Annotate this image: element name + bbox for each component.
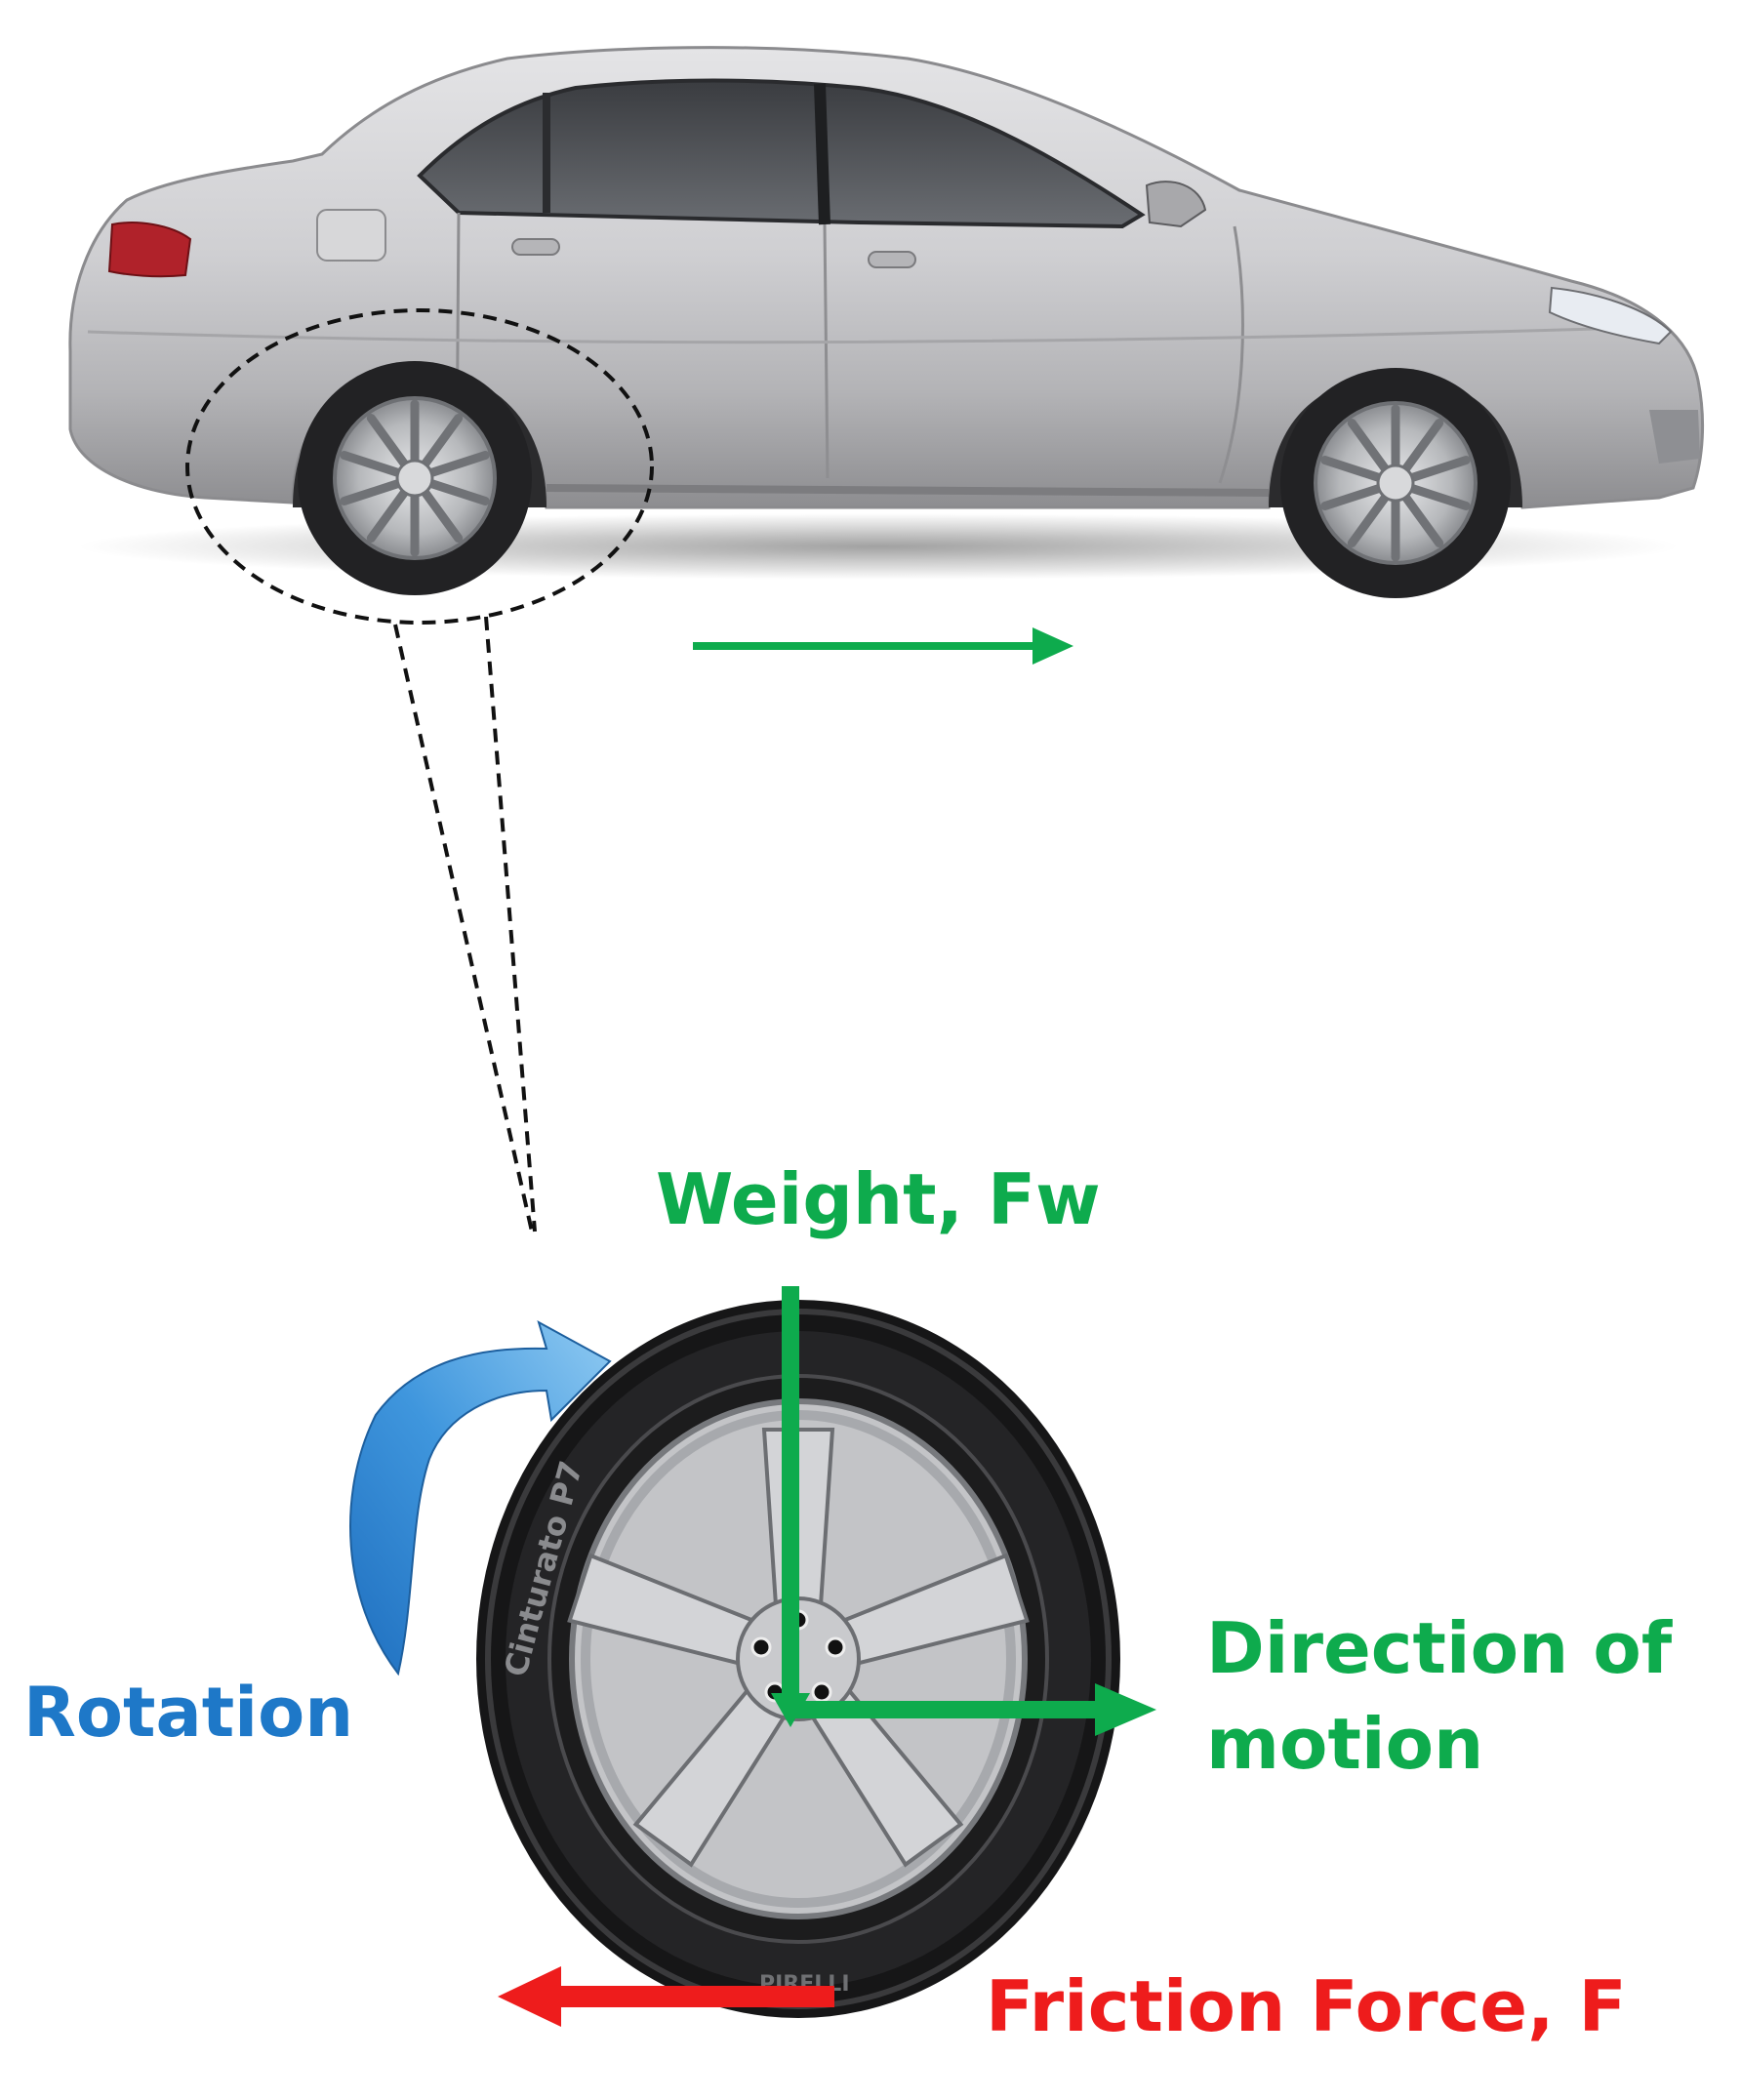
direction-label-line2: motion	[1206, 1703, 1484, 1785]
car-head-light	[1548, 286, 1673, 345]
friction-force-arrow	[498, 1966, 834, 2027]
car-side-mirror	[1145, 181, 1207, 228]
car-motion-arrow	[693, 627, 1073, 665]
car-tail-light	[107, 222, 192, 278]
weight-label: Weight, Fw	[656, 1158, 1101, 1240]
direction-of-motion-arrow	[786, 1683, 1156, 1736]
zoom-connector-right	[484, 616, 537, 1232]
car-illustration	[68, 46, 1705, 598]
car-front-wheel	[1280, 368, 1511, 598]
car-front-bumper	[1649, 410, 1700, 464]
car-rocker-panel	[546, 484, 1270, 497]
zoom-ellipse	[185, 308, 654, 625]
rotation-label: Rotation	[23, 1673, 354, 1753]
car-fuel-door	[316, 209, 386, 262]
car-side-crease	[87, 325, 1660, 344]
car-door-handle-front	[868, 251, 916, 268]
rotation-arrow-icon	[349, 1319, 612, 1676]
friction-force-label: Friction Force, F	[986, 1965, 1627, 2047]
car-rear-wheel	[298, 361, 532, 595]
zoom-indicator	[185, 308, 654, 1232]
car-door-handle-rear	[511, 238, 560, 256]
direction-of-motion-label: Direction of motion	[1206, 1600, 1672, 1792]
direction-label-line1: Direction of	[1206, 1607, 1673, 1689]
tire-rim-spokes	[567, 1428, 1030, 1868]
car-windows	[417, 78, 1146, 229]
zoom-connector-left	[393, 624, 534, 1232]
car-b-pillar	[814, 83, 830, 225]
